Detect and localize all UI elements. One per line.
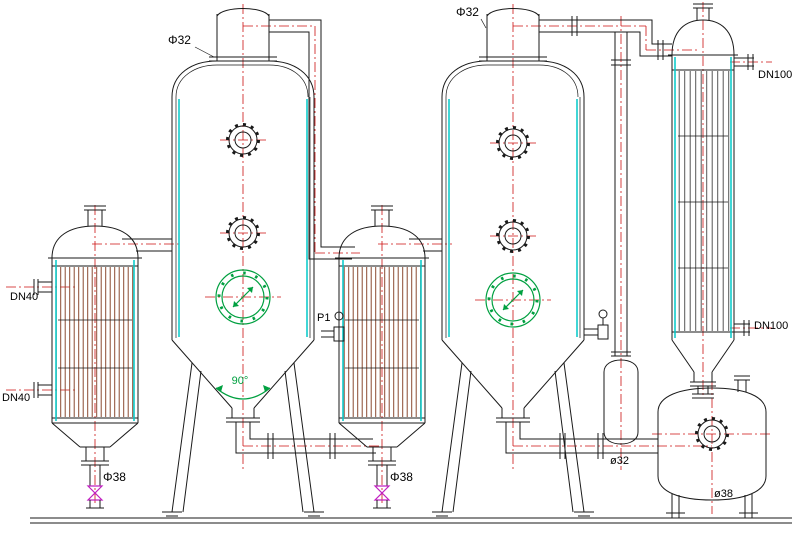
- sight-glass: [226, 216, 260, 250]
- sight-glass: [496, 219, 530, 253]
- condenser-column: [668, 3, 754, 394]
- label-hx1-drain-dia: Φ38: [103, 470, 126, 484]
- label-evap1-vapor-dia: Φ32: [168, 33, 191, 47]
- label-evap2-vapor-dia: Φ32: [456, 5, 479, 19]
- label-receiver-dia: ø38: [714, 488, 733, 500]
- label-hx1-nozzle-lower: DN40: [2, 392, 30, 404]
- label-pressure-tap: P1: [317, 312, 330, 324]
- condensate-branch-pipe: [611, 32, 631, 357]
- sight-glass: [496, 126, 530, 160]
- manhole: [215, 269, 271, 325]
- evaporator-2: [432, 8, 609, 517]
- pressure-tap-assembly: [321, 311, 345, 342]
- bottom-transfer-pipe-1: [235, 422, 376, 459]
- evaporator-1: 90°: [162, 8, 324, 517]
- label-hx2-drain-dia: Φ38: [390, 470, 413, 484]
- label-condenser-nozzle-top: DN100: [758, 69, 792, 81]
- condensate-pot: [603, 359, 639, 445]
- ground-line: [30, 517, 792, 524]
- vapor-pipe-2: [539, 16, 672, 60]
- receiver-tank: [657, 375, 767, 518]
- vapor-pipe-1: [269, 19, 355, 260]
- sight-glass: [226, 123, 260, 157]
- heat-exchanger-2: [335, 205, 442, 509]
- heat-exchanger-1: [33, 205, 172, 509]
- cone-angle-label: 90°: [232, 375, 249, 387]
- pressure-gauge: [584, 309, 609, 340]
- dimension-labels: Φ32 Φ32 DN100 DN100 DN40 DN40 Φ38 Φ38 P1…: [2, 5, 792, 500]
- label-hx1-nozzle-upper: DN40: [10, 291, 38, 303]
- label-condenser-nozzle-bottom: DN100: [754, 320, 788, 332]
- cone-angle-annotation: 90°: [215, 375, 271, 400]
- bottom-transfer-pipe-2: [505, 422, 658, 459]
- manhole: [485, 272, 541, 328]
- sight-glass: [695, 417, 729, 451]
- label-pot-dia: ø32: [610, 455, 629, 467]
